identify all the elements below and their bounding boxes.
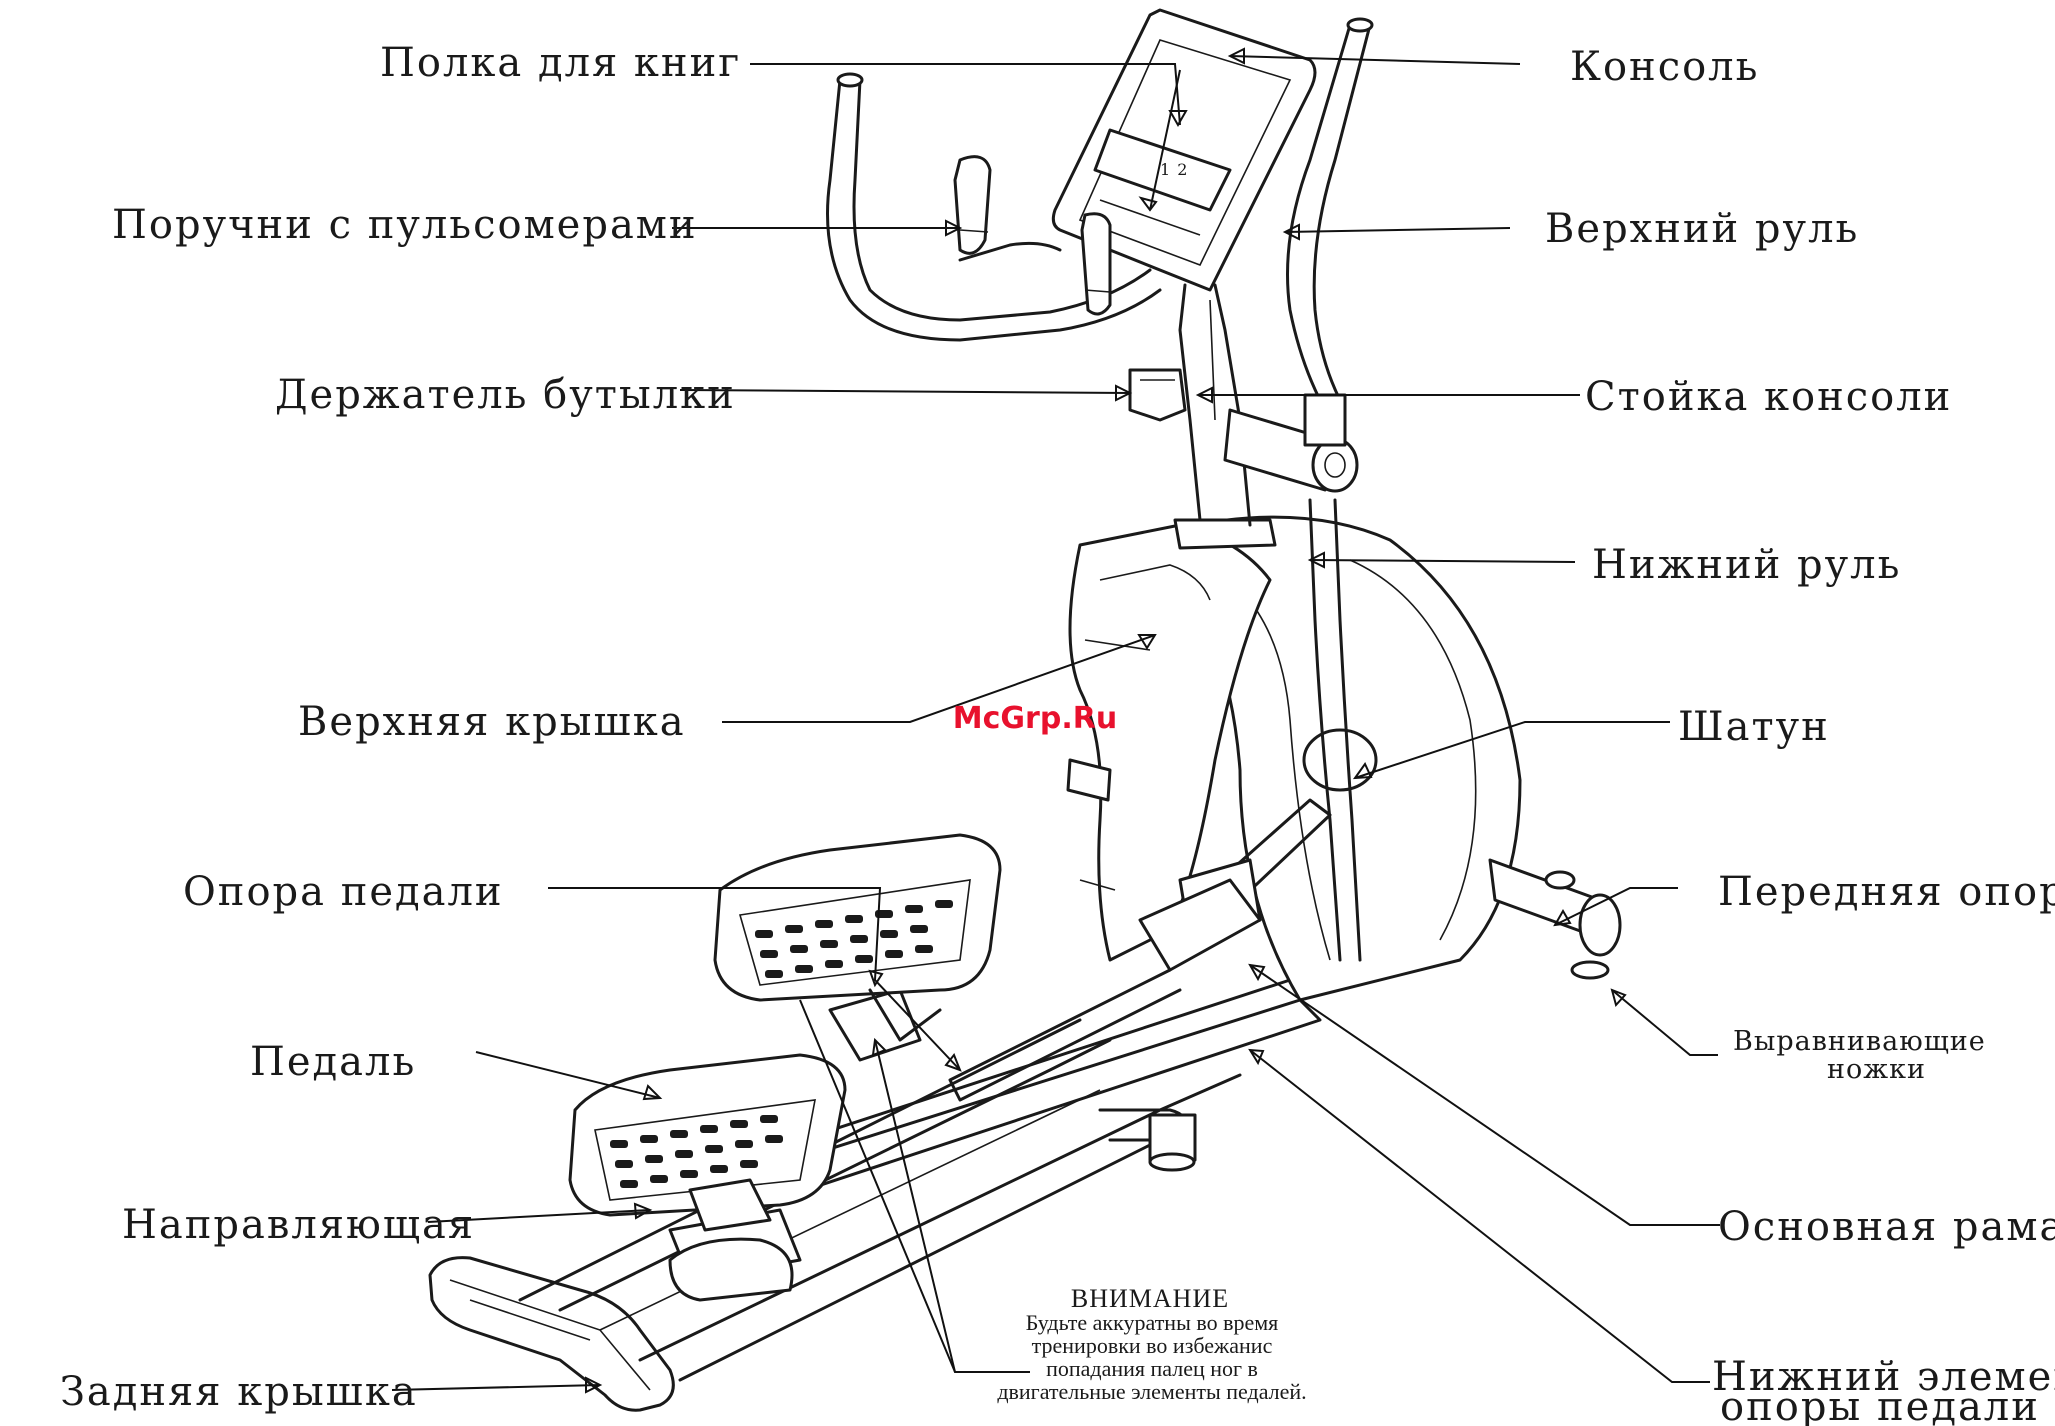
part-labels: Полка для книг Консоль Поручни с пульсом… xyxy=(60,40,2055,1426)
console-digits: 1 2 xyxy=(1160,160,1188,179)
label-top-cover: Верхняя крышка xyxy=(298,699,686,745)
label-front-stabilizer: Передняя опора xyxy=(1718,869,2055,915)
pulse-grips-shape xyxy=(953,155,1112,316)
leader-lines xyxy=(391,47,1720,1394)
watermark: McGrp.Ru xyxy=(953,701,1117,736)
warning-line-4: двигательные элементы педалей. xyxy=(997,1379,1306,1404)
label-leveling-feet-line2: ножки xyxy=(1827,1054,1926,1085)
bottle-holder-shape xyxy=(1128,368,1187,422)
label-lower-pedal-support-line1: Нижний элемент xyxy=(1712,1354,2055,1400)
pedal-grip-pattern-top xyxy=(755,900,953,978)
label-connecting-rod: Шатун xyxy=(1678,704,1830,750)
label-rear-cover: Задняя крышка xyxy=(60,1369,418,1415)
label-leveling-feet-line1: Выравнивающие xyxy=(1733,1026,1986,1057)
pedal-grip-pattern-bottom xyxy=(610,1115,783,1188)
rail-rollers-shape xyxy=(668,1178,802,1302)
label-bottle-holder: Держатель бутылки xyxy=(275,372,736,418)
lower-pedal-arm-shape xyxy=(828,878,1262,1102)
label-upper-handlebar: Верхний руль xyxy=(1545,206,1859,252)
pedal-support-shape xyxy=(713,833,1002,1042)
console-shape: 1 2 xyxy=(1051,8,1317,292)
label-pedal: Педаль xyxy=(250,1039,416,1085)
label-pulse-grips: Поручни с пульсомерами xyxy=(112,202,698,248)
label-lower-handlebar: Нижний руль xyxy=(1592,542,1901,588)
warning-line-1: Будьте аккуратны во время xyxy=(1026,1310,1279,1335)
upper-handlebar-right-shape xyxy=(1286,17,1374,402)
pivot-crossbar-shape xyxy=(1223,393,1359,493)
label-console: Консоль xyxy=(1570,44,1759,90)
lower-handlebar-shape xyxy=(1308,498,1362,962)
pedal-shape xyxy=(568,1053,847,1217)
label-lower-pedal-support-line2: опоры педали xyxy=(1720,1384,2040,1426)
warning-line-2: тренировки во избежанис xyxy=(1032,1333,1273,1358)
front-stabilizer-shape xyxy=(1488,858,1622,980)
warning-line-3: попадания палец ног в xyxy=(1046,1356,1258,1381)
label-guide-rail: Направляющая xyxy=(122,1202,475,1248)
console-mast-shape xyxy=(1178,283,1252,527)
label-pedal-support: Опора педали xyxy=(183,869,504,915)
warning-notice: ВНИМАНИЕ Будьте аккуратны во время трени… xyxy=(997,1284,1306,1404)
warning-title: ВНИМАНИЕ xyxy=(1071,1284,1229,1313)
top-cover-shape xyxy=(1066,518,1277,962)
label-bookshelf: Полка для книг xyxy=(380,40,741,86)
label-main-frame: Основная рама xyxy=(1718,1204,2055,1250)
label-console-mast: Стойка консоли xyxy=(1585,374,1952,420)
machine-illustration: 1 2 xyxy=(428,8,1622,1412)
